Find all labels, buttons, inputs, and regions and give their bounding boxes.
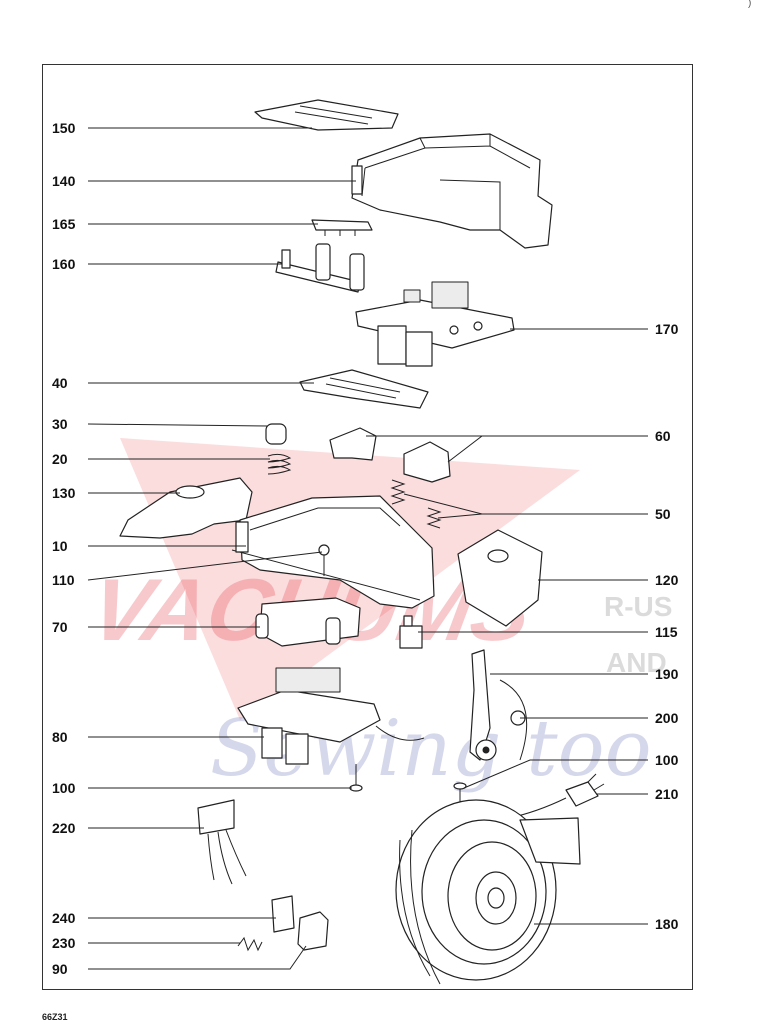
document-code: 66Z31: [42, 1012, 68, 1022]
callout-165: 165: [52, 216, 76, 232]
part-50-springs: [390, 479, 442, 529]
part-40-label-plate: [299, 369, 429, 409]
callout-100-right: 100: [655, 752, 679, 768]
callout-200: 200: [655, 710, 679, 726]
watermark-text-rus: R-US: [604, 591, 672, 622]
part-115-microswitch: [399, 615, 423, 649]
part-220-connector: [197, 799, 247, 885]
part-70-switch-bank: [255, 597, 361, 647]
callout-80: 80: [52, 729, 68, 745]
part-190-lever: [469, 649, 497, 761]
watermark-text-and: AND: [606, 647, 667, 678]
callout-120: 120: [655, 572, 679, 588]
part-10-main-housing: [231, 495, 435, 609]
part-60-switch-cap-b: [403, 441, 451, 483]
part-30-button-cap: [265, 423, 287, 445]
callout-100: 100: [52, 780, 76, 796]
callout-70: 70: [52, 619, 68, 635]
part-200-bearing: [499, 679, 528, 761]
callout-90: 90: [52, 961, 68, 977]
part-140-upper-cover: [351, 133, 553, 249]
part-170-circuit-board: [355, 281, 515, 367]
part-165-strip: [311, 219, 373, 236]
callout-20: 20: [52, 451, 68, 467]
callout-210: 210: [655, 786, 679, 802]
part-80-lower-board: [237, 667, 425, 765]
part-160-light-guide: [275, 243, 365, 293]
callout-30: 30: [52, 416, 68, 432]
leader-lines-left: [87, 127, 356, 970]
callout-150: 150: [52, 120, 76, 136]
part-120-side-cover: [457, 529, 543, 627]
part-90-clip: [297, 911, 329, 951]
callout-60: 60: [655, 428, 671, 444]
callout-50: 50: [655, 506, 671, 522]
callout-40: 40: [52, 375, 68, 391]
part-60-switch-cap-a: [329, 427, 377, 461]
callout-180: 180: [655, 916, 679, 932]
part-100-screw-a: [349, 764, 363, 792]
callout-10: 10: [52, 538, 68, 554]
part-150-label-plate: [254, 99, 399, 131]
callout-230: 230: [52, 935, 76, 951]
part-230-spring: [237, 936, 263, 952]
callout-170: 170: [655, 321, 679, 337]
callout-240: 240: [52, 910, 76, 926]
leader-lines-right: [366, 328, 648, 925]
part-20-spring: [267, 453, 292, 475]
part-180-cord-reel: [395, 799, 581, 985]
callout-110: 110: [52, 572, 75, 588]
diagram-frame: [42, 64, 693, 990]
corner-mark: ): [748, 0, 752, 9]
callout-160: 160: [52, 256, 76, 272]
callout-190: 190: [655, 666, 679, 682]
callout-130: 130: [52, 485, 76, 501]
callout-140: 140: [52, 173, 76, 189]
callout-115: 115: [655, 624, 678, 640]
part-240-bracket: [271, 895, 295, 933]
part-130-handle-cover: [119, 477, 253, 539]
callout-220: 220: [52, 820, 76, 836]
